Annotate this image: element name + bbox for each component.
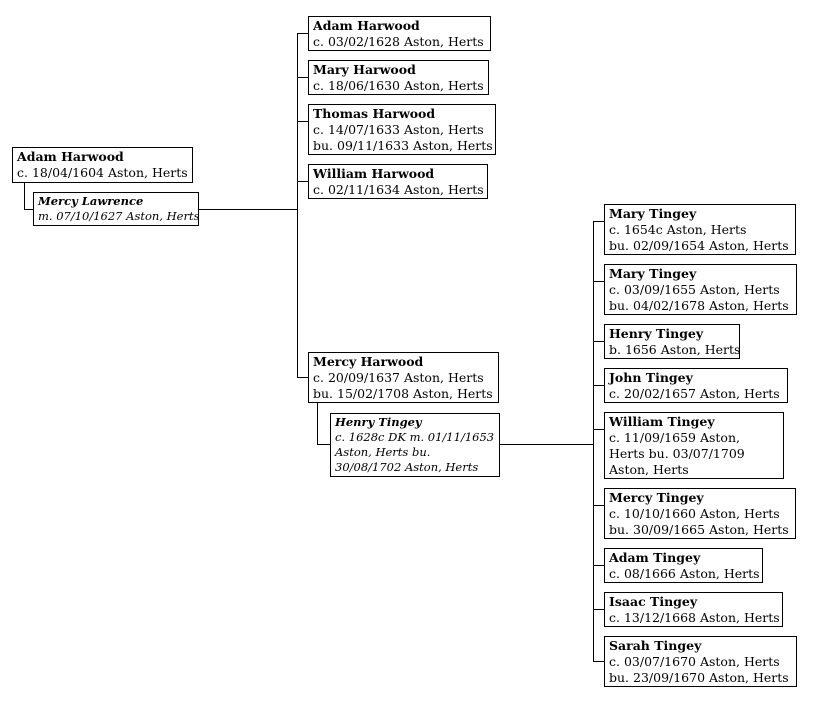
spouse-box-child[interactable]: Henry Tingey c. 1628c DK m. 01/11/1653 A… [330,413,500,477]
person-detail: c. 18/04/1604 Aston, Herts [17,165,188,180]
person-name: Mary Harwood [313,62,416,77]
person-detail: c. 13/12/1668 Aston, Herts [609,610,780,625]
grandchild-branch-line [593,565,604,566]
person-name: Adam Tingey [609,550,701,565]
person-detail: c. 11/09/1659 Aston, Herts bu. 03/07/170… [609,430,745,477]
child-branch-line [297,121,308,122]
children-trunk-line [297,33,298,378]
person-name: Adam Harwood [313,18,420,33]
person-detail: bu. 23/09/1670 Aston, Herts [609,670,789,685]
person-name: Henry Tingey [609,326,704,341]
person-detail: c. 03/07/1670 Aston, Herts [609,654,780,669]
family-link-line [198,209,298,210]
grandchild-branch-line [593,429,604,430]
spouse-detail: m. 07/10/1627 Aston, Herts [38,209,200,223]
person-box-root[interactable]: Adam Harwood c. 18/04/1604 Aston, Herts [12,147,193,183]
child-branch-line [297,33,308,34]
person-box-grandchild[interactable]: Mary Tingey c. 03/09/1655 Aston, Herts b… [604,264,797,315]
person-box-child[interactable]: Mercy Harwood c. 20/09/1637 Aston, Herts… [308,352,499,403]
spouse-name: Henry Tingey [335,415,422,429]
root-spouse-connector [24,182,25,209]
grandchild-branch-line [593,661,604,662]
person-detail: bu. 09/11/1633 Aston, Herts [313,138,493,153]
child-branch-line [297,181,308,182]
person-box-child[interactable]: Mary Harwood c. 18/06/1630 Aston, Herts [308,60,489,95]
person-detail: bu. 30/09/1665 Aston, Herts [609,522,789,537]
child-spouse-connector-tick [317,444,330,445]
family-link-line [499,444,594,445]
grandchild-branch-line [593,341,604,342]
person-box-grandchild[interactable]: Isaac Tingey c. 13/12/1668 Aston, Herts [604,592,783,627]
person-detail: c. 03/02/1628 Aston, Herts [313,34,484,49]
person-box-grandchild[interactable]: Mary Tingey c. 1654c Aston, Herts bu. 02… [604,204,796,255]
person-name: Adam Harwood [17,149,124,164]
person-detail: c. 18/06/1630 Aston, Herts [313,78,484,93]
person-box-grandchild[interactable]: Mercy Tingey c. 10/10/1660 Aston, Herts … [604,488,796,539]
grandchild-branch-line [593,609,604,610]
person-name: Thomas Harwood [313,106,436,121]
spouse-box-root[interactable]: Mercy Lawrence m. 07/10/1627 Aston, Hert… [33,192,199,226]
person-name: Mary Tingey [609,206,697,221]
grandchild-branch-line [593,505,604,506]
child-spouse-connector [317,402,318,445]
spouse-name: Mercy Lawrence [38,194,144,208]
grandchildren-trunk-line [593,221,594,662]
person-detail: bu. 04/02/1678 Aston, Herts [609,298,789,313]
person-detail: c. 08/1666 Aston, Herts [609,566,760,581]
child-branch-line [297,77,308,78]
person-box-grandchild[interactable]: William Tingey c. 11/09/1659 Aston, Hert… [604,412,784,479]
person-box-grandchild[interactable]: John Tingey c. 20/02/1657 Aston, Herts [604,368,788,403]
person-detail: bu. 02/09/1654 Aston, Herts [609,238,789,253]
person-detail: c. 1654c Aston, Herts [609,222,747,237]
person-name: Mary Tingey [609,266,697,281]
grandchild-branch-line [593,221,604,222]
spouse-detail: c. 1628c DK m. 01/11/1653 Aston, Herts b… [335,430,495,474]
person-name: William Harwood [313,166,435,181]
person-name: Isaac Tingey [609,594,698,609]
person-detail: b. 1656 Aston, Herts [609,342,741,357]
person-detail: c. 14/07/1633 Aston, Herts [313,122,484,137]
grandchild-branch-line [593,281,604,282]
person-box-grandchild[interactable]: Henry Tingey b. 1656 Aston, Herts [604,324,740,359]
person-name: Sarah Tingey [609,638,702,653]
root-spouse-connector-tick [24,209,33,210]
person-detail: c. 10/10/1660 Aston, Herts [609,506,780,521]
grandchild-branch-line [593,385,604,386]
person-box-grandchild[interactable]: Sarah Tingey c. 03/07/1670 Aston, Herts … [604,636,797,687]
child-branch-line [297,377,308,378]
person-name: Mercy Tingey [609,490,704,505]
person-detail: c. 20/09/1637 Aston, Herts [313,370,484,385]
person-box-child[interactable]: Adam Harwood c. 03/02/1628 Aston, Herts [308,16,491,51]
person-detail: bu. 15/02/1708 Aston, Herts [313,386,493,401]
person-box-child[interactable]: William Harwood c. 02/11/1634 Aston, Her… [308,164,488,199]
person-box-child[interactable]: Thomas Harwood c. 14/07/1633 Aston, Hert… [308,104,496,155]
person-name: John Tingey [609,370,693,385]
person-detail: c. 20/02/1657 Aston, Herts [609,386,780,401]
person-detail: c. 03/09/1655 Aston, Herts [609,282,780,297]
person-name: William Tingey [609,414,715,429]
person-name: Mercy Harwood [313,354,424,369]
person-box-grandchild[interactable]: Adam Tingey c. 08/1666 Aston, Herts [604,548,763,583]
person-detail: c. 02/11/1634 Aston, Herts [313,182,484,197]
